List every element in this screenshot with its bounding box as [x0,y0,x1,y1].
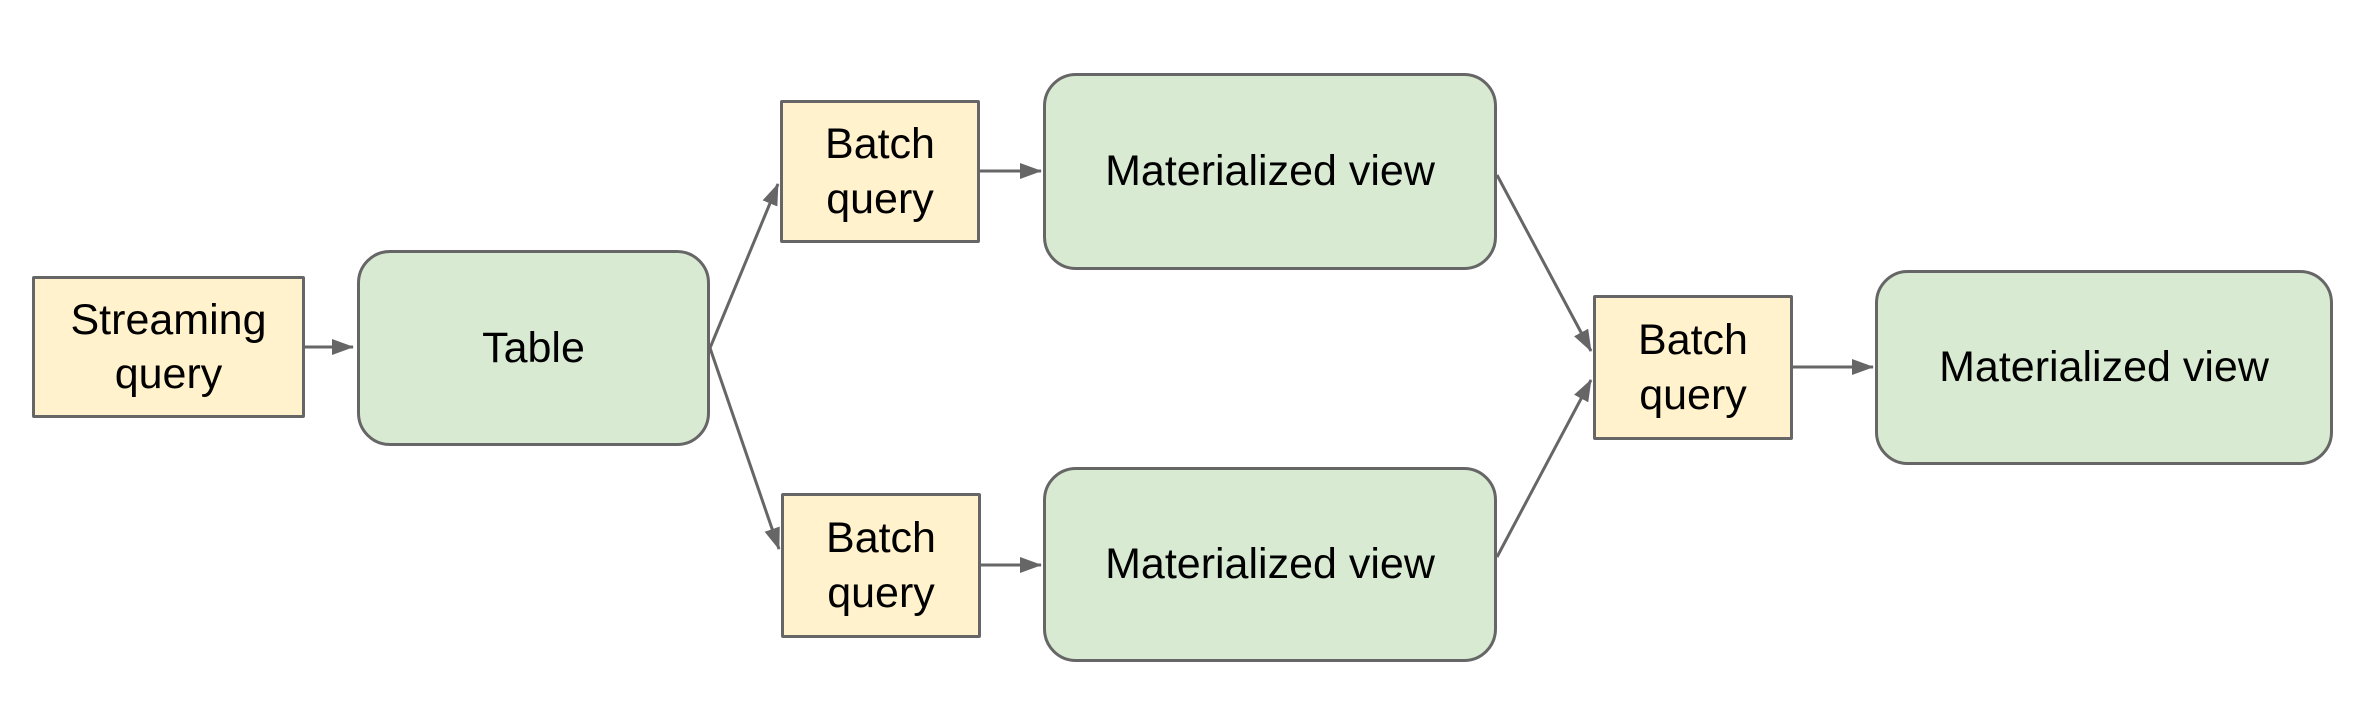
node-label: Batch query [826,514,936,617]
node-label: Streaming query [70,295,267,398]
node-batch-query-top: Batch query [780,100,980,243]
node-label: Table [482,323,585,372]
node-materialized-view-final: Materialized view [1875,270,2333,465]
node-label: Materialized view [1105,147,1435,196]
node-label: Materialized view [1105,540,1435,589]
node-label: Batch query [1638,316,1748,419]
edge-materialized-view-bottom-to-batch-query-merge [1495,379,1593,558]
edge-materialized-view-top-to-batch-query-merge [1495,174,1593,352]
node-label: Materialized view [1939,343,2269,392]
node-label: Batch query [825,120,935,223]
node-batch-query-merge: Batch query [1593,295,1793,440]
node-streaming-query: Streaming query [32,276,305,418]
node-batch-query-bottom: Batch query [781,493,981,638]
node-materialized-view-top: Materialized view [1043,73,1497,270]
edge-table-to-batch-query-bottom [708,347,781,550]
node-table: Table [357,250,710,446]
node-materialized-view-bottom: Materialized view [1043,467,1497,662]
edge-table-to-batch-query-top [708,183,780,349]
